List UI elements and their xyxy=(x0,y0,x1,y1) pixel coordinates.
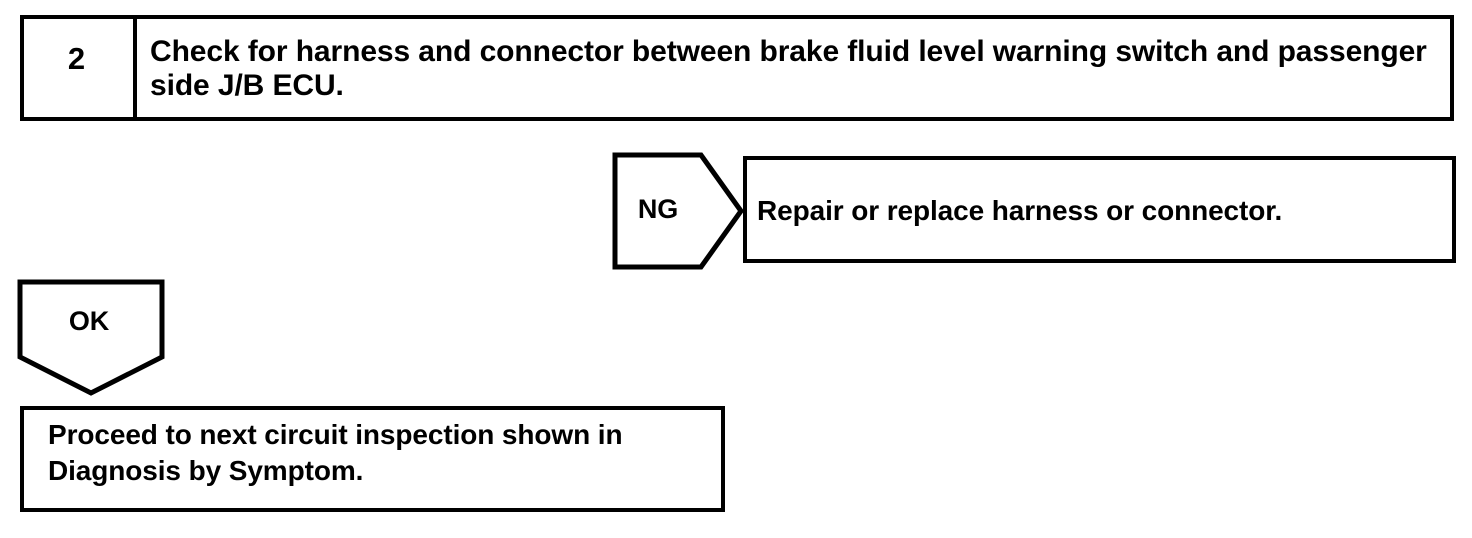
step-header-box xyxy=(20,15,1454,121)
step-instruction: Check for harness and connector between … xyxy=(150,35,1427,102)
ng-connector-icon xyxy=(612,152,744,270)
step-number-divider xyxy=(133,19,137,117)
ok-result-box xyxy=(20,406,725,512)
ok-connector-icon xyxy=(17,279,165,396)
ng-result-text: Repair or replace harness or connector. xyxy=(757,195,1283,226)
ng-branch-label: NG xyxy=(637,194,679,224)
ok-result-text: Proceed to next circuit inspection shown… xyxy=(48,419,623,486)
step-number: 2 xyxy=(67,41,86,76)
ng-result-box xyxy=(743,156,1456,263)
ok-branch-label: OK xyxy=(68,306,110,336)
